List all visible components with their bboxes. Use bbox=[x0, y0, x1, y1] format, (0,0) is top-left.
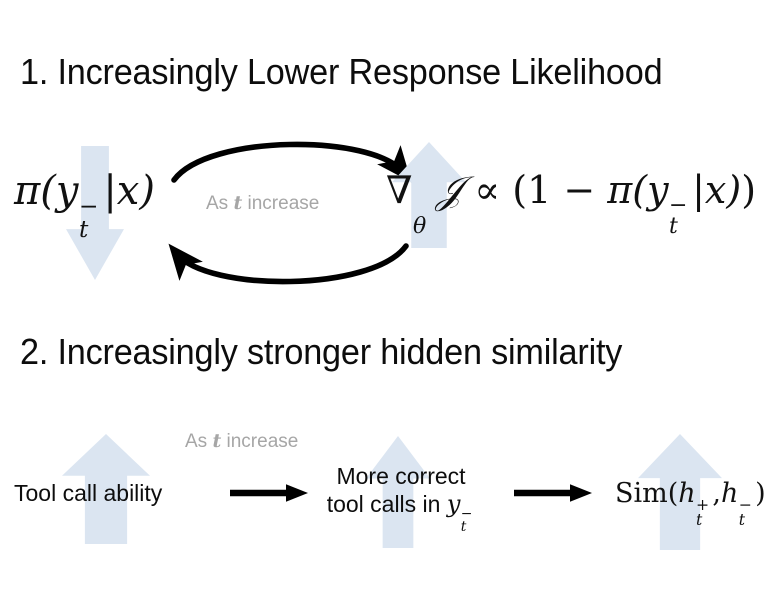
h2-subscript: t bbox=[738, 510, 745, 530]
x-symbol-2: x bbox=[704, 168, 727, 212]
pi-symbol-2: π bbox=[607, 168, 633, 212]
section-2-heading: 2. Increasingly stronger hidden similari… bbox=[20, 331, 623, 372]
close-paren: ) bbox=[139, 168, 155, 214]
y-symbol: y bbox=[55, 168, 79, 214]
open-paren: ( bbox=[40, 168, 56, 214]
y-superscript-3: − bbox=[460, 505, 473, 522]
proportional-symbol: ∝ bbox=[474, 168, 501, 212]
nabla-symbol: ∇ bbox=[386, 168, 413, 212]
open-paren-3: ( bbox=[667, 478, 679, 509]
y-superscript-2: − bbox=[669, 192, 688, 218]
as-t-prefix-2: As bbox=[185, 431, 213, 452]
y-subscript-3: t bbox=[460, 519, 467, 536]
section-1-heading: 1. Increasingly Lower Response Likelihoo… bbox=[20, 51, 663, 92]
h-symbol-1: h bbox=[678, 478, 696, 509]
conditional-bar-2: | bbox=[692, 168, 705, 212]
flow-node-tool-call-ability: Tool call ability bbox=[14, 480, 163, 506]
y-subscript: t bbox=[78, 216, 89, 244]
x-symbol: x bbox=[116, 168, 140, 214]
as-t-suffix: increase bbox=[242, 193, 320, 214]
y-symbol-3: y bbox=[446, 490, 461, 519]
y-subscript-2: t bbox=[669, 214, 678, 240]
right-arrow-icon-2 bbox=[514, 484, 592, 502]
tool-calls-in-label: tool calls in bbox=[326, 491, 447, 518]
theta-subscript: θ bbox=[412, 214, 427, 240]
minus-symbol: − bbox=[563, 168, 596, 212]
close-paren-2: ) bbox=[726, 168, 742, 212]
sim-label: Sim bbox=[615, 478, 668, 509]
more-correct-line-1: More correct bbox=[336, 463, 466, 489]
as-t-suffix-2: increase bbox=[221, 431, 299, 452]
cycle-arrows-icon bbox=[168, 141, 412, 285]
cycle-label-section-2: As t increase bbox=[185, 430, 298, 453]
h2-superscript: − bbox=[738, 494, 752, 514]
right-arrow-icon-1 bbox=[230, 484, 308, 502]
pi-symbol: π bbox=[14, 168, 41, 214]
as-t-variable-2: t bbox=[212, 430, 222, 452]
close-paren-outer: ) bbox=[741, 168, 757, 212]
h1-superscript: + bbox=[695, 494, 710, 514]
script-j-symbol: 𝒥 bbox=[436, 168, 463, 212]
one-literal: 1 bbox=[527, 168, 552, 212]
open-paren-outer: ( bbox=[512, 168, 528, 212]
h-symbol-2: h bbox=[721, 478, 739, 509]
conditional-bar: | bbox=[103, 168, 117, 214]
y-superscript: − bbox=[78, 193, 99, 221]
y-symbol-2: y bbox=[647, 168, 669, 212]
close-paren-3: ) bbox=[755, 478, 766, 509]
as-t-variable: t bbox=[233, 192, 243, 214]
cycle-label-section-1: As t increase bbox=[206, 192, 319, 215]
comma-separator: , bbox=[712, 478, 721, 509]
as-t-prefix: As bbox=[206, 193, 234, 214]
h1-subscript: t bbox=[695, 510, 703, 530]
open-paren-2: ( bbox=[632, 168, 648, 212]
